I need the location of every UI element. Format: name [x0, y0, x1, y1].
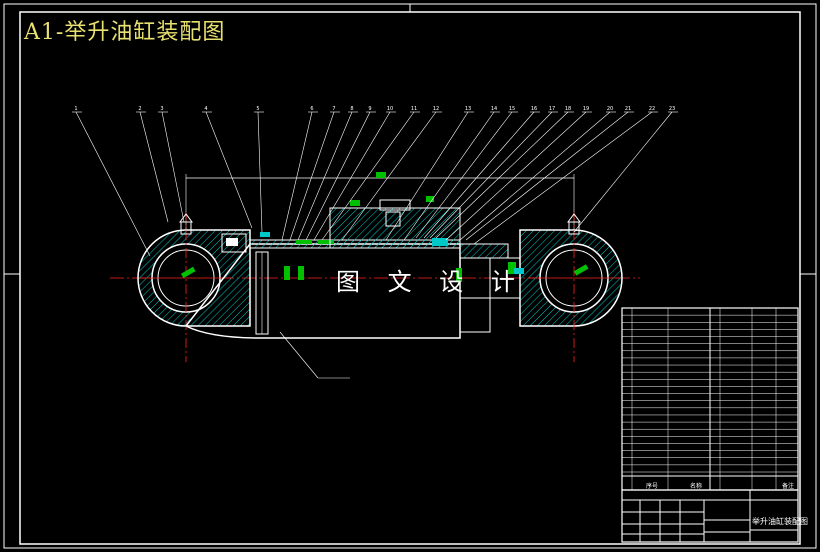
balloon-number: 11 [411, 106, 417, 112]
balloon-number: 2 [138, 106, 141, 112]
balloon-number: 10 [387, 106, 393, 112]
left-lug [137, 212, 251, 362]
balloon-leader [435, 111, 569, 239]
balloon-number: 7 [332, 106, 335, 112]
section-leader [279, 331, 319, 379]
balloon-leaders [72, 111, 678, 257]
balloon-number: 9 [368, 106, 371, 112]
bom-header-name: 名称 [690, 483, 703, 490]
balloon-leader [385, 111, 469, 241]
balloon-leader [321, 111, 415, 241]
balloon-leader [429, 111, 553, 239]
balloon-leader [473, 111, 653, 245]
title-block [621, 489, 799, 543]
balloon-number: 19 [583, 106, 589, 112]
balloon-number: 21 [625, 106, 631, 112]
balloon-leader [289, 111, 335, 241]
balloon-number: 15 [509, 106, 515, 112]
balloon-number: 6 [310, 106, 313, 112]
balloon-leader [305, 111, 371, 241]
balloon-leader [75, 111, 151, 257]
balloon-leader [341, 111, 437, 241]
balloon-leader [403, 111, 495, 241]
balloon-leader [459, 111, 611, 241]
balloon-number: 14 [491, 106, 497, 112]
balloon-leader [445, 111, 587, 241]
balloon-number: 4 [204, 106, 207, 112]
balloon-number: 13 [465, 106, 471, 112]
balloon-leader [465, 111, 629, 241]
bom-header-number: 序号 [646, 483, 659, 490]
balloon-leader [161, 111, 185, 223]
bom-header-remark: 备注 [782, 483, 795, 490]
balloon-number: 1 [74, 106, 77, 112]
balloon-number: 20 [607, 106, 613, 112]
piston-rod [329, 172, 524, 333]
balloon-leader [297, 111, 353, 241]
balloon-leader [423, 111, 535, 239]
balloon-number: 17 [549, 106, 555, 112]
balloon-number: 18 [565, 106, 571, 112]
balloon-number: 22 [649, 106, 655, 112]
watermark-text: 图 文 设 计 [336, 268, 525, 296]
balloon-number: 3 [160, 106, 163, 112]
balloon-leader [415, 111, 513, 239]
parts-list [621, 307, 799, 491]
balloon-number: 5 [256, 106, 259, 112]
balloon-leader [205, 111, 253, 229]
balloon-number: 23 [669, 106, 675, 112]
balloon-leader [139, 111, 169, 223]
balloon-leader [257, 111, 263, 233]
balloon-number: 16 [531, 106, 537, 112]
balloon-number: 8 [350, 106, 353, 112]
drawing-title: A1-举升油缸装配图 [24, 20, 226, 45]
balloon-leader [313, 111, 391, 241]
title-block-name: 举升油缸装配图 [752, 517, 808, 526]
right-lug [519, 212, 623, 362]
balloon-leader [573, 111, 673, 233]
balloon-leader [281, 111, 313, 241]
balloon-number: 12 [433, 106, 439, 112]
